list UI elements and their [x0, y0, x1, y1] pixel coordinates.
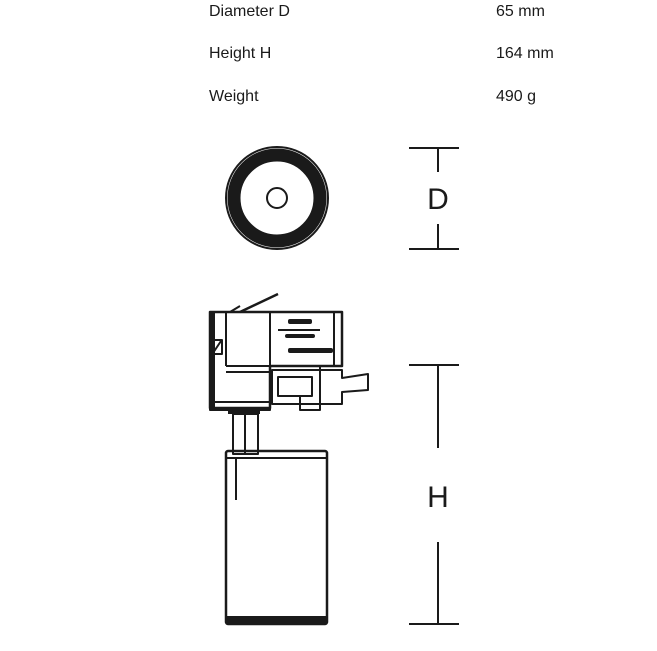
spec-label: Height H — [209, 45, 272, 62]
spec-row-height: Height H 164 mm — [0, 42, 657, 66]
lens-circle — [266, 187, 288, 209]
thick-ring — [227, 148, 327, 248]
spec-value: 164 mm — [496, 45, 554, 62]
spec-label: Weight — [209, 88, 259, 105]
adapter-base — [209, 401, 271, 414]
side-view — [208, 292, 369, 626]
height-letter: H — [427, 481, 449, 514]
spec-value: 490 g — [496, 88, 537, 105]
spec-row-diameter: Diameter D 65 mm — [0, 0, 657, 24]
diameter-letter: D — [427, 183, 449, 216]
diameter-dimension — [409, 147, 459, 250]
spec-row-weight: Weight 490 g — [0, 85, 657, 109]
spec-value: 65 mm — [496, 3, 545, 20]
outer-ring — [225, 146, 329, 250]
height-dimension — [409, 364, 459, 625]
track-adapter — [208, 292, 344, 410]
top-view — [225, 146, 329, 250]
spec-label: Diameter D — [209, 3, 290, 20]
adapter-latch — [271, 366, 369, 411]
stem — [232, 413, 259, 455]
spotlight-body — [224, 449, 329, 626]
